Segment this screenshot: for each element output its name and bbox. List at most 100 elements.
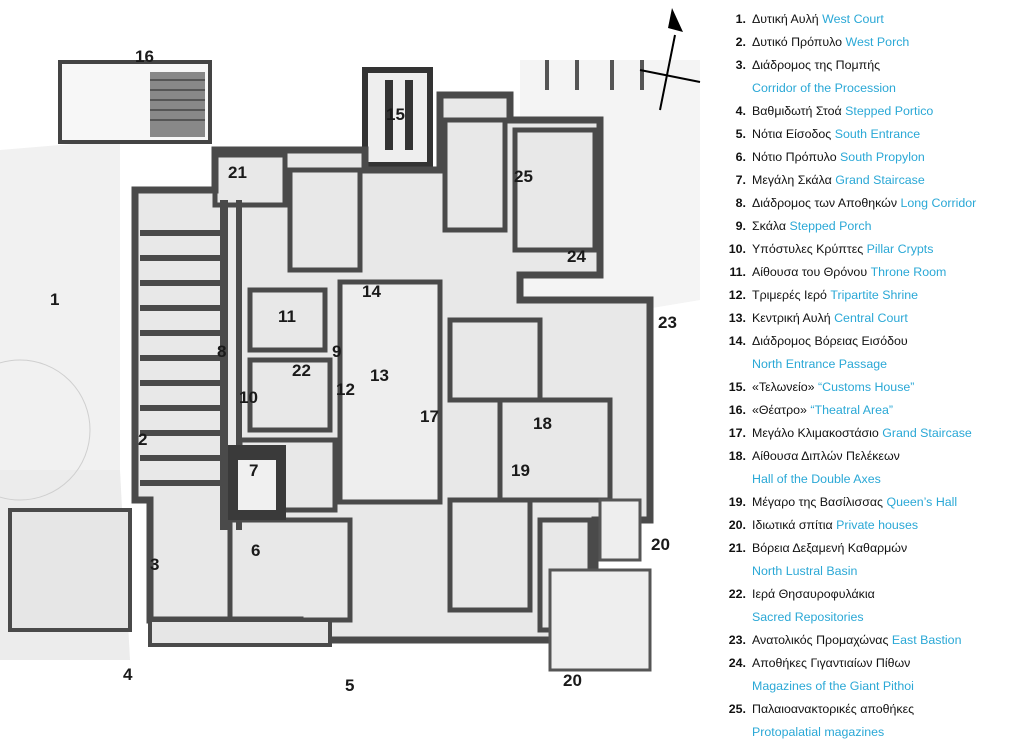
north-arrow-icon xyxy=(639,8,701,111)
legend-english-name: West Porch xyxy=(845,35,910,49)
legend-number: 5. xyxy=(735,127,746,141)
legend-text: Δυτική Αυλή West Court xyxy=(752,8,1022,31)
legend-item: 12. Τριμερές Ιερό Tripartite Shrine xyxy=(712,284,1022,307)
map-label: 6 xyxy=(251,541,260,560)
legend-greek-name: Σκάλα xyxy=(752,219,787,233)
legend-item: 19. Μέγαρο της Βασίλισσας Queen’s Hall xyxy=(712,491,1022,514)
legend-item: 23.Ανατολικός Προμαχώνας East Bastion xyxy=(712,629,1022,652)
map-label: 12 xyxy=(336,380,355,399)
legend-number: 24. xyxy=(728,656,746,670)
map-label: 17 xyxy=(420,407,439,426)
legend-english-name: Queen’s Hall xyxy=(886,495,958,509)
legend-english-name: “Theatral Area” xyxy=(810,403,894,417)
map-label: 20 xyxy=(563,671,582,690)
legend-english-name: Private houses xyxy=(836,518,919,532)
legend-greek-name: Αποθήκες Γιγαντιαίων Πίθων xyxy=(752,656,911,670)
legend-number: 25. xyxy=(728,702,746,716)
map-label: 24 xyxy=(567,247,586,266)
legend-english-name: Stepped Portico xyxy=(845,104,934,118)
map-label: 4 xyxy=(123,665,133,684)
legend-item: 8. Διάδρομος των Αποθηκών Long Corridor xyxy=(712,192,1022,215)
legend-item: 20.Ιδιωτικά σπίτια Private houses xyxy=(712,514,1022,537)
map-label: 9 xyxy=(332,342,341,361)
legend-greek-name: Διάδρομος της Πομπής xyxy=(752,58,881,72)
legend-greek-name: Μεγάλο Κλιμακοστάσιο xyxy=(752,426,879,440)
legend-text: Μεγάλη Σκάλα Grand Staircase xyxy=(752,169,1022,192)
legend-english-name: Grand Staircase xyxy=(882,426,972,440)
legend-text: «Τελωνείο» “Customs House” xyxy=(752,376,1022,399)
legend-item: 6. Νότιο Πρόπυλο South Propylon xyxy=(712,146,1022,169)
legend-item: 9. Σκάλα Stepped Porch xyxy=(712,215,1022,238)
legend-number: 13. xyxy=(728,311,746,325)
map-label: 18 xyxy=(533,414,552,433)
legend-number: 3. xyxy=(735,58,746,72)
legend-english-name: Pillar Crypts xyxy=(866,242,934,256)
legend-number: 9. xyxy=(735,219,746,233)
map-label: 7 xyxy=(249,461,258,480)
legend-item: 4.Βαθμιδωτή Στοά Stepped Portico xyxy=(712,100,1022,123)
map-label: 14 xyxy=(362,282,381,301)
legend-text: Μεγάλο Κλιμακοστάσιο Grand Staircase xyxy=(752,422,1022,445)
legend-number: 1. xyxy=(735,12,746,26)
legend-greek-name: Κεντρική Αυλή xyxy=(752,311,831,325)
map-label: 20 xyxy=(651,535,670,554)
legend-english-name: Hall of the Double Axes xyxy=(752,472,881,486)
legend-text: Κεντρική Αυλή Central Court xyxy=(752,307,1022,330)
map-label: 5 xyxy=(345,676,354,695)
legend-item: 2. Δυτικό Πρόπυλο West Porch xyxy=(712,31,1022,54)
legend-english-name: “Customs House” xyxy=(818,380,915,394)
palace-plan-map: 16 15 21 25 24 14 1 11 9 8 22 13 12 10 2… xyxy=(0,8,701,695)
legend-number: 15. xyxy=(728,380,746,394)
legend-number: 17. xyxy=(728,426,746,440)
map-label: 19 xyxy=(511,461,530,480)
legend-greek-name: Ιερά Θησαυροφυλάκια xyxy=(752,587,875,601)
legend-number: 6. xyxy=(735,150,746,164)
legend-number: 12. xyxy=(728,288,746,302)
map-label: 23 xyxy=(658,313,677,332)
legend-text: Μέγαρο της Βασίλισσας Queen’s Hall xyxy=(752,491,1022,514)
legend-english-name: Central Court xyxy=(834,311,908,325)
legend-text: Βαθμιδωτή Στοά Stepped Portico xyxy=(752,100,1022,123)
legend-text: Διάδρομος των Αποθηκών Long Corridor xyxy=(752,192,1022,215)
legend-greek-name: Τριμερές Ιερό xyxy=(752,288,827,302)
legend-text: «Θέατρο» “Theatral Area” xyxy=(752,399,1022,422)
map-label: 21 xyxy=(228,163,247,182)
map-label: 22 xyxy=(292,361,311,380)
legend-greek-name: Διάδρομος Βόρειας Εισόδου xyxy=(752,334,908,348)
legend-english-name: West Court xyxy=(822,12,884,26)
legend-greek-name: Αίθουσα Διπλών Πελέκεων xyxy=(752,449,900,463)
legend-english-name: Grand Staircase xyxy=(835,173,925,187)
legend-item: 10. Υπόστυλες Κρύπτες Pillar Crypts xyxy=(712,238,1022,261)
legend: 1. Δυτική Αυλή West Court 2. Δυτικό Πρόπυλο… xyxy=(712,8,1022,744)
legend-text: Υπόστυλες Κρύπτες Pillar Crypts xyxy=(752,238,1022,261)
legend-number: 19. xyxy=(728,495,746,509)
legend-english-name: East Bastion xyxy=(891,633,962,647)
legend-greek-name: Μέγαρο της Βασίλισσας xyxy=(752,495,883,509)
legend-text: Ανατολικός Προμαχώνας East Bastion xyxy=(752,629,1022,652)
legend-number: 10. xyxy=(728,242,746,256)
legend-greek-name: Ανατολικός Προμαχώνας xyxy=(752,633,889,647)
legend-text: Τριμερές Ιερό Tripartite Shrine xyxy=(752,284,1022,307)
legend-greek-name: Παλαιοανακτορικές αποθήκες xyxy=(752,702,915,716)
legend-number: 2. xyxy=(735,35,746,49)
legend-english-name: Stepped Porch xyxy=(789,219,872,233)
legend-english-name: North Lustral Basin xyxy=(752,564,858,578)
map-label: 1 xyxy=(50,290,59,309)
map-label: 15 xyxy=(386,105,405,124)
map-label: 3 xyxy=(150,555,159,574)
legend-english-name: Throne Room xyxy=(870,265,947,279)
legend-text: Νότιο Πρόπυλο South Propylon xyxy=(752,146,1022,169)
legend-text: Ιδιωτικά σπίτια Private houses xyxy=(752,514,1022,537)
legend-text: Δυτικό Πρόπυλο West Porch xyxy=(752,31,1022,54)
legend-number: 8. xyxy=(735,196,746,210)
legend-greek-name: Ιδιωτικά σπίτια xyxy=(752,518,833,532)
legend-greek-name: «Θέατρο» xyxy=(752,403,807,417)
